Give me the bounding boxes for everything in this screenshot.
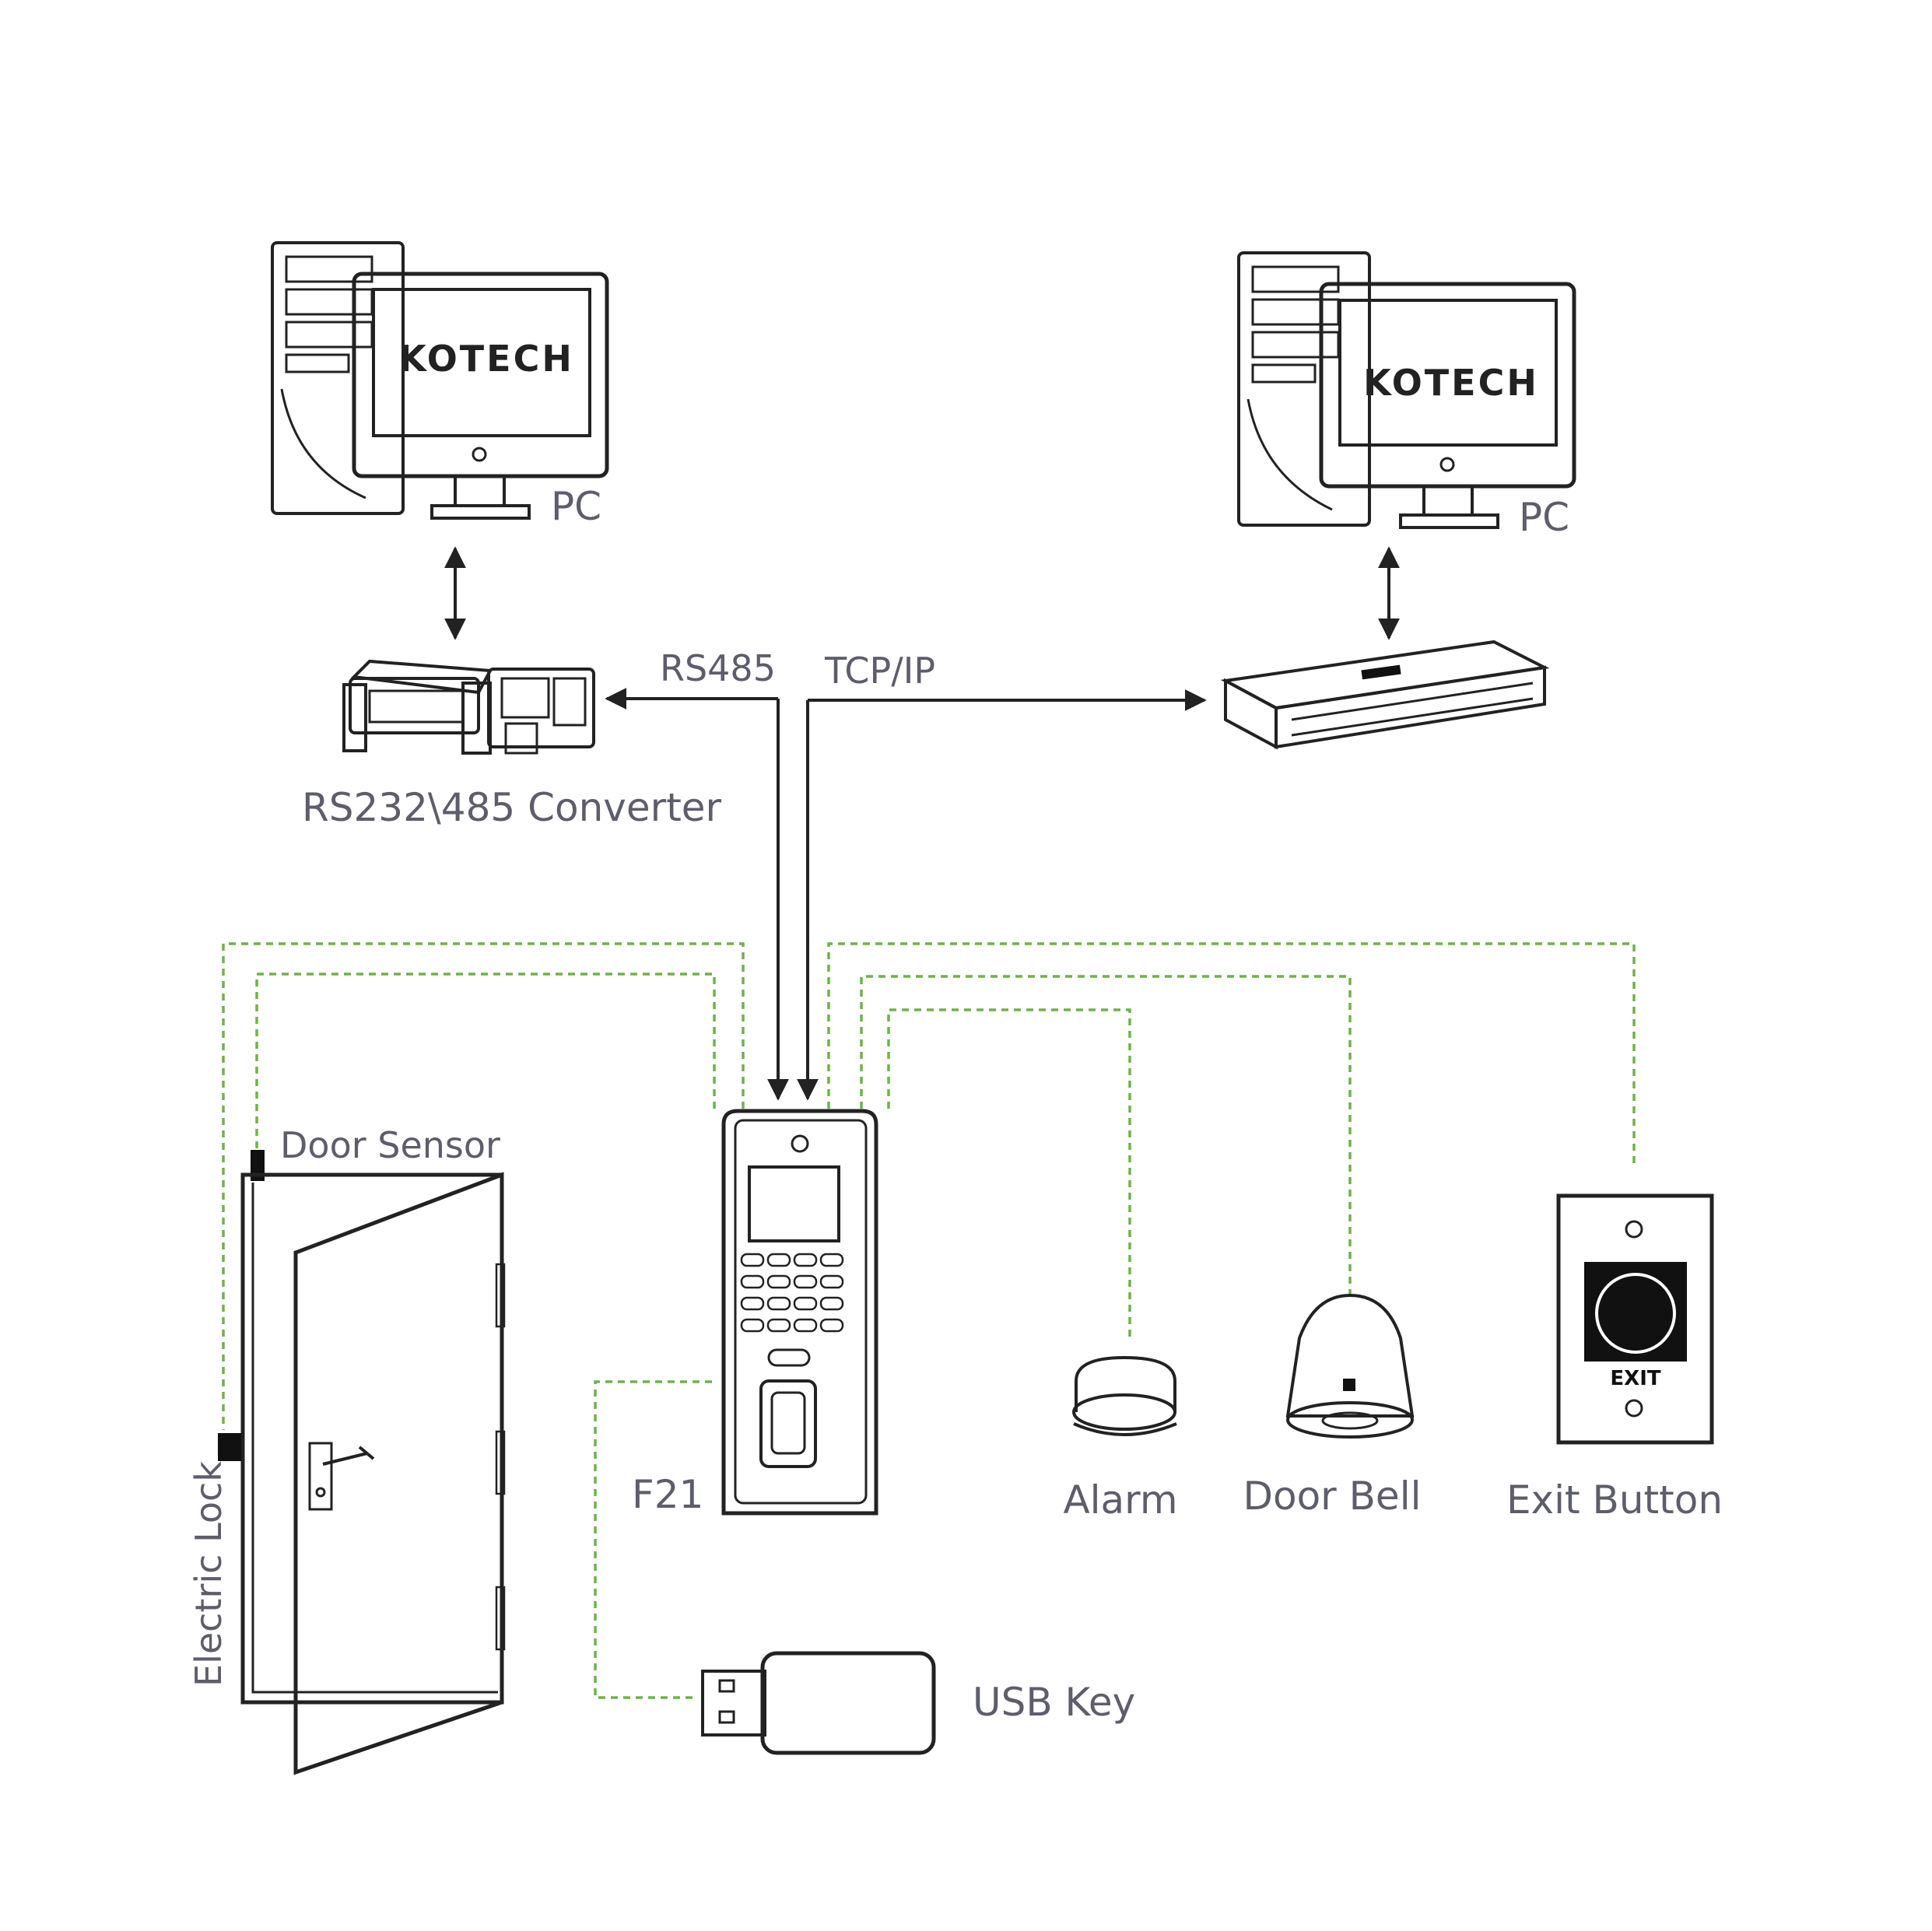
electric-lock-connector xyxy=(222,942,745,1430)
usb-key-label: USB Key xyxy=(973,1680,1135,1725)
door-bell-connector xyxy=(860,975,1352,1295)
pc-left-label: PC xyxy=(551,484,601,529)
door-sensor-connector xyxy=(255,973,716,1150)
keypad-icon xyxy=(740,1253,844,1333)
alarm-icon xyxy=(1072,1355,1177,1436)
converter-icon xyxy=(342,659,595,755)
f21-label: F21 xyxy=(632,1472,703,1517)
pc-left-icon xyxy=(271,241,609,520)
door-icon xyxy=(218,1150,506,1775)
converter-label: RS232\485 Converter xyxy=(302,785,722,830)
usb-key-icon xyxy=(701,1651,936,1755)
tcpip-label: TCP/IP xyxy=(824,650,935,692)
electric-lock-label: Electric Lock xyxy=(188,1461,230,1687)
usb-key-connector xyxy=(594,1380,712,1699)
pc-right-label: PC xyxy=(1519,495,1569,540)
exit-button-icon xyxy=(1556,1193,1714,1445)
alarm-label: Alarm xyxy=(1063,1477,1177,1523)
pc-right-brand: KOTECH xyxy=(1363,362,1539,404)
f21-terminal-icon xyxy=(721,1109,878,1516)
door-bell-icon xyxy=(1285,1293,1415,1439)
network-switch-icon xyxy=(1220,640,1550,750)
exit-text: EXIT xyxy=(1610,1367,1660,1390)
door-sensor-label: Door Sensor xyxy=(280,1124,500,1166)
pc-right-icon xyxy=(1237,251,1576,529)
exit-button-label: Exit Button xyxy=(1506,1477,1723,1523)
fingerprint-sensor-icon xyxy=(770,1391,806,1455)
rs485-label: RS485 xyxy=(660,647,776,689)
alarm-connector xyxy=(887,1008,1131,1338)
pc-left-brand: KOTECH xyxy=(398,338,574,380)
door-bell-label: Door Bell xyxy=(1243,1474,1422,1519)
